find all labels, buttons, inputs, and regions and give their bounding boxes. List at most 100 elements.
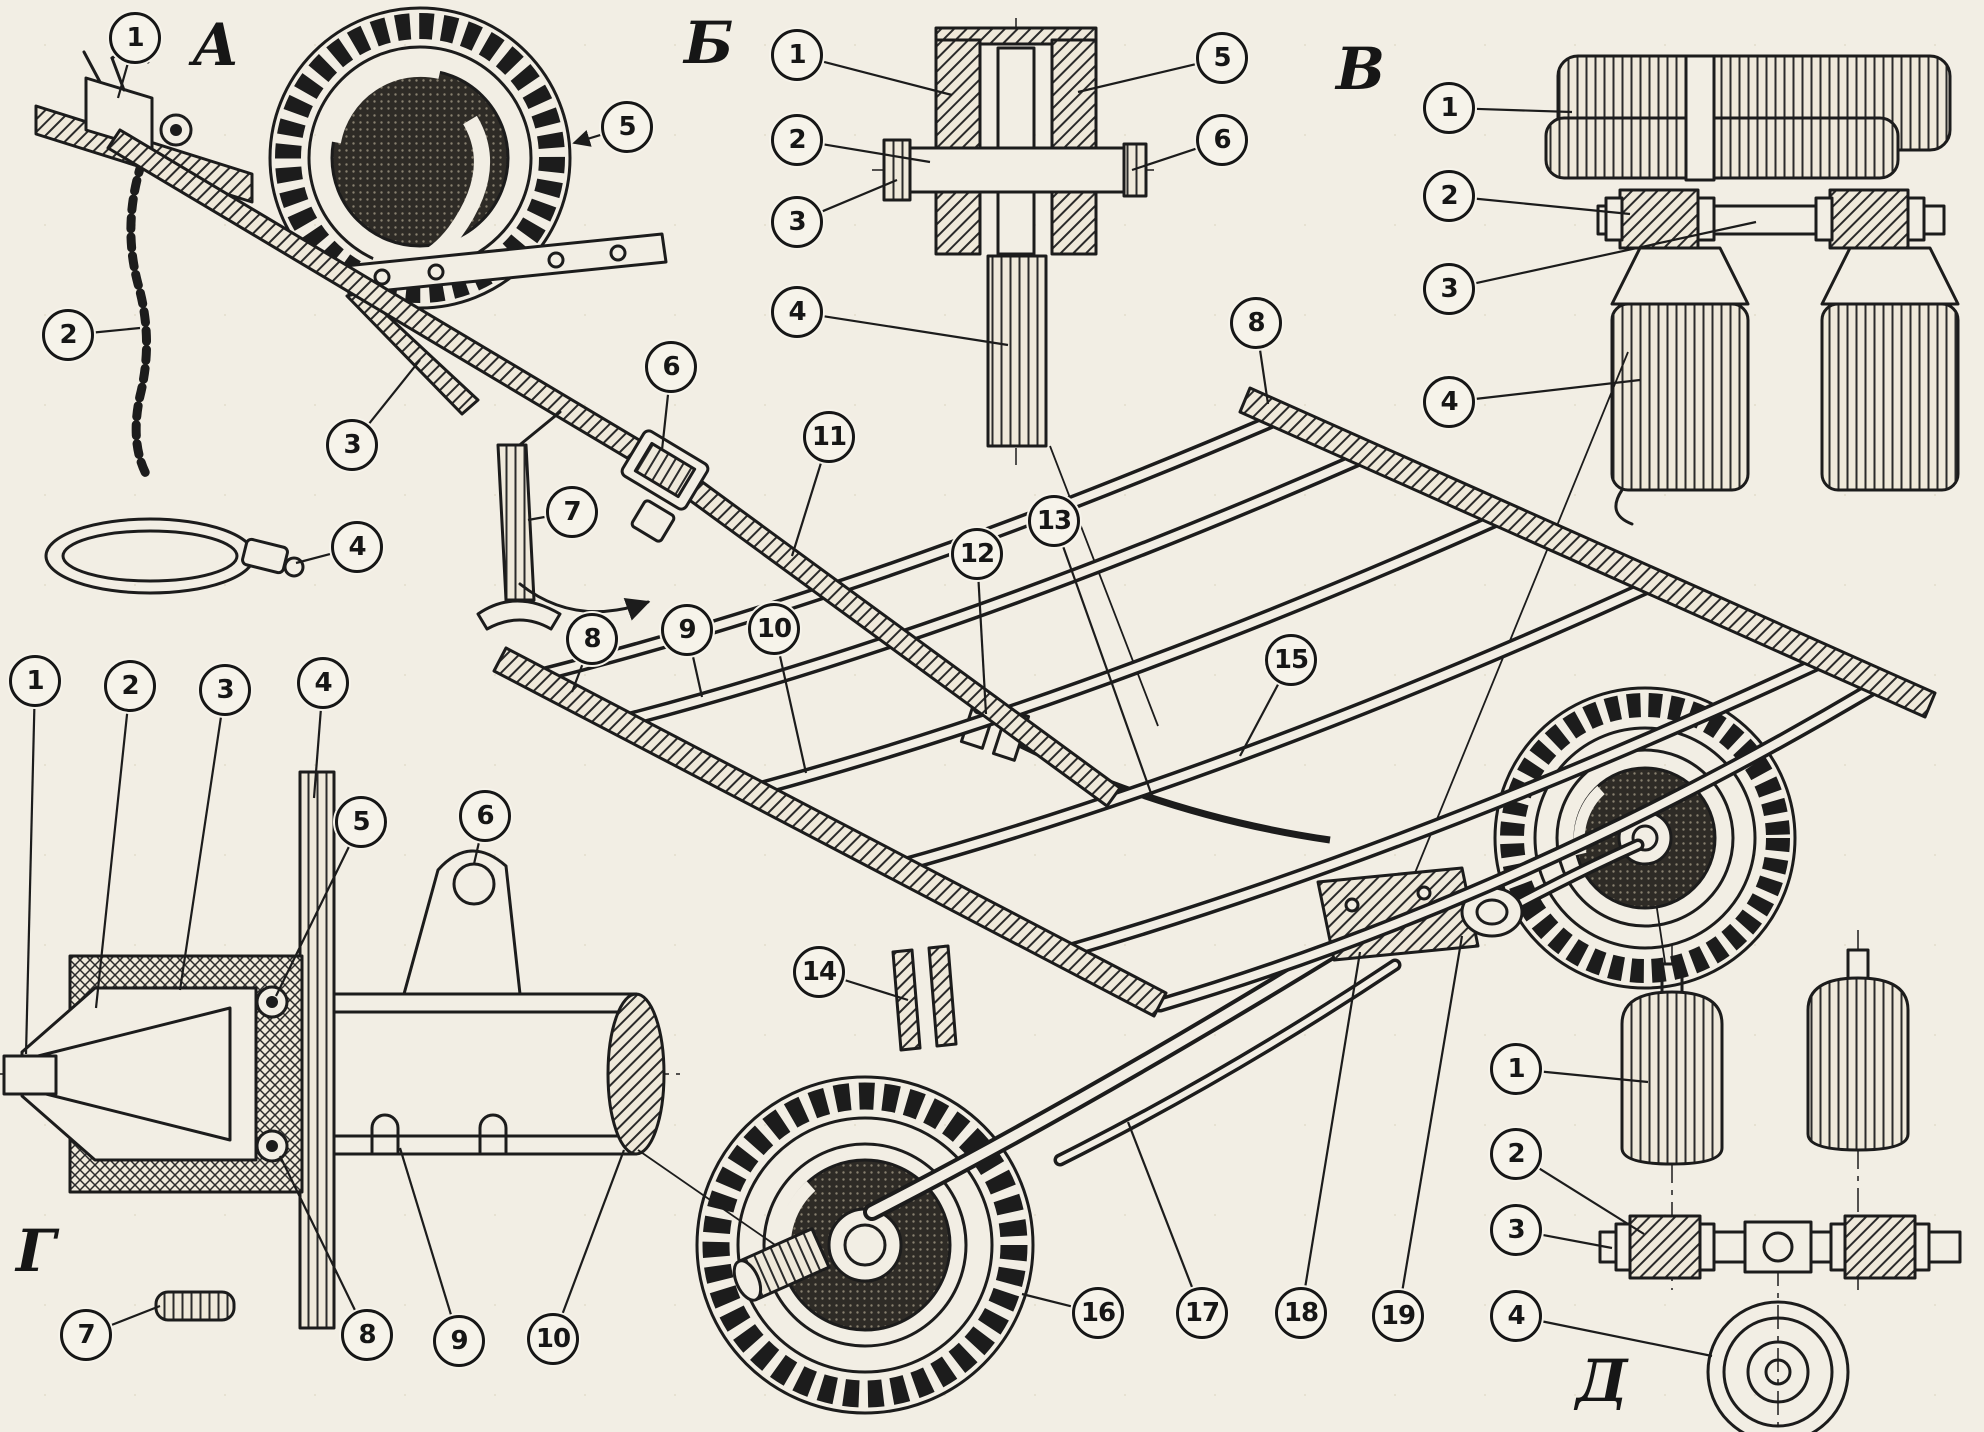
callout-b-2: 2 [771,114,823,166]
splined-hub [732,1227,831,1302]
callout-number: 6 [476,801,494,831]
callout-v-4: 4 [1423,376,1475,428]
callout-number: 14 [801,957,837,987]
callout-number: 12 [959,539,995,569]
callout-m-16: 16 [1072,1287,1124,1339]
leader-g-6 [472,840,481,865]
callout-b-6: 6 [1196,114,1248,166]
callout-number: 16 [1080,1298,1116,1328]
leader-b-5 [1077,62,1198,94]
callout-number: 13 [1036,506,1072,536]
callout-number: 9 [450,1326,468,1356]
leader-b-2 [821,143,931,164]
callout-number: 1 [26,666,44,696]
callout-number: 10 [756,614,792,644]
callout-number: 5 [618,112,636,142]
callout-number: 1 [1507,1054,1525,1084]
leader-m-11 [790,460,823,557]
callout-g-2: 2 [104,660,156,712]
callout-number: 2 [121,671,139,701]
callout-m-13: 13 [1028,495,1080,547]
sleeve-open-end [606,992,666,1156]
pin-nut-left [882,138,912,202]
leader-b-4 [821,314,1009,347]
callout-number: 2 [1507,1139,1525,1169]
lower-tube [986,254,1048,448]
callout-number: 2 [788,125,806,155]
view-g-drawing [0,770,795,1330]
mount-plate [298,770,336,1330]
leader-g-5 [275,844,351,997]
callout-g-5: 5 [335,796,387,848]
leader-g-3 [178,714,223,991]
callout-number: 15 [1273,645,1309,675]
callout-m-19: 19 [1372,1290,1424,1342]
callout-g-6: 6 [459,790,511,842]
leader-a-4 [295,552,334,565]
leader-v-4 [1473,378,1641,401]
callout-d-3: 3 [1490,1204,1542,1256]
callout-number: 3 [788,207,806,237]
leader-g-4 [312,707,323,799]
callout-g-8: 8 [341,1309,393,1361]
swing-arrow [518,582,651,621]
leader-a-2 [92,326,141,334]
callout-a-3: 3 [326,419,378,471]
leader-m-16 [1021,1292,1074,1308]
spare-wheel [268,6,572,310]
idler-wheel [1706,1300,1850,1432]
callout-number: 7 [563,497,581,527]
callout-number: 3 [343,430,361,460]
callout-m-15: 15 [1265,634,1317,686]
leader-m-15 [1239,681,1281,757]
callout-m-10: 10 [748,603,800,655]
callout-m-9: 9 [661,604,713,656]
view-label-g: Г [16,1217,57,1285]
callout-b-1: 1 [771,29,823,81]
callout-number: 2 [1440,181,1458,211]
leader-v-3 [1473,220,1757,285]
callout-number: 11 [811,422,847,452]
stop-pin [154,1290,236,1322]
callout-m-7: 7 [546,486,598,538]
folding-joint [620,429,710,511]
callout-g-10: 10 [527,1313,579,1365]
rubber-roller-right [1820,302,1960,492]
callout-m-11: 11 [803,411,855,463]
jack-stand [476,410,562,631]
leader-a-1 [116,61,130,99]
callout-number: 8 [358,1320,376,1350]
view-d-drawing [1598,861,1962,1432]
callout-number: 4 [788,297,806,327]
leader-d-1 [1540,1070,1649,1084]
callout-g-7: 7 [60,1309,112,1361]
leader-g-8 [279,1155,358,1313]
axle-sleeve [332,992,638,1156]
safety-chain [126,157,152,479]
rubber-roller-left [1610,302,1750,492]
callout-number: 4 [1507,1301,1525,1331]
leader-m-19 [1401,935,1464,1292]
callout-m-6: 6 [645,341,697,393]
callout-a-1: 1 [109,12,161,64]
callout-m-12: 12 [951,528,1003,580]
callout-a-4: 4 [331,521,383,573]
leader-b-1 [820,60,953,97]
callout-b-5: 5 [1196,32,1248,84]
callout-number: 3 [1440,274,1458,304]
callout-v-3: 3 [1423,263,1475,315]
callout-m-18: 18 [1275,1287,1327,1339]
leader-m-14 [842,978,909,1002]
callout-m-8: 8 [1230,297,1282,349]
callout-number: 5 [1213,43,1231,73]
leader-g-2 [94,710,129,1009]
roller-left [1620,990,1724,1166]
u-bolts [370,1113,508,1154]
callout-number: 8 [1247,308,1265,338]
leader-m-7 [527,515,548,522]
leader-d-3 [1540,1233,1613,1250]
